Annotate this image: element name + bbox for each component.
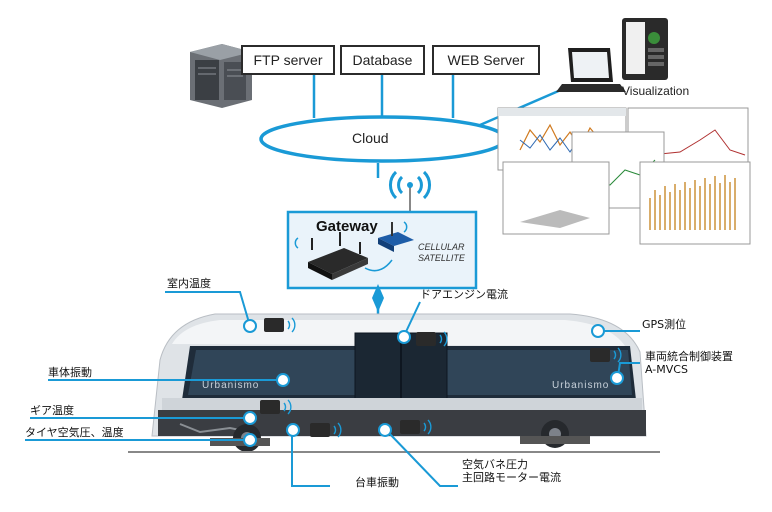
sensor-connector-lines [25,291,640,487]
gateway-comm-text: CELLULAR SATELLITE [418,242,465,264]
gateway-title: Gateway [316,218,378,235]
vehicle-brand-right: Urbanismo [552,380,610,391]
label-vehicle-control-line1: 車両統合制御装置 [645,350,733,363]
chart-screenshots [497,107,751,245]
gateway-box [286,210,478,290]
antenna-icon [389,170,431,212]
laptop-icon [556,48,626,92]
web-server-box: WEB Server [432,45,540,75]
visualization-screen-icon [622,18,668,80]
label-tire-pressure: タイヤ空気圧、温度 [25,426,124,439]
label-air-spring-line1: 空気バネ圧力 [462,458,528,471]
database-box: Database [340,45,425,75]
visualization-label: Visualization [622,84,690,98]
gateway-satellite: SATELLITE [418,253,465,263]
server-rack-icon [190,44,252,108]
gateway-cellular: CELLULAR [418,242,465,252]
gateway-device-icon [294,221,414,280]
ftp-server-box: FTP server [241,45,335,75]
label-door-engine: ドアエンジン電流 [420,288,508,301]
label-vehicle-control: 車両統合制御装置 A-MVCS [645,350,733,376]
label-vehicle-control-line2: A-MVCS [645,363,688,376]
label-main-motor-line2: 主回路モーター電流 [462,471,561,484]
label-room-temp: 室内温度 [167,277,211,290]
sensor-modules [260,317,622,438]
label-body-vibration: 車体振動 [48,366,92,379]
label-bogie-vibration: 台車振動 [355,476,399,489]
server-links [312,75,571,178]
label-gear-temp: ギア温度 [30,404,74,417]
label-air-spring: 空気バネ圧力 主回路モーター電流 [462,458,561,484]
vehicle-brand-left: Urbanismo [202,380,260,391]
sensor-points [243,319,624,447]
label-gps: GPS測位 [642,318,687,331]
cloud-label: Cloud [352,130,389,146]
